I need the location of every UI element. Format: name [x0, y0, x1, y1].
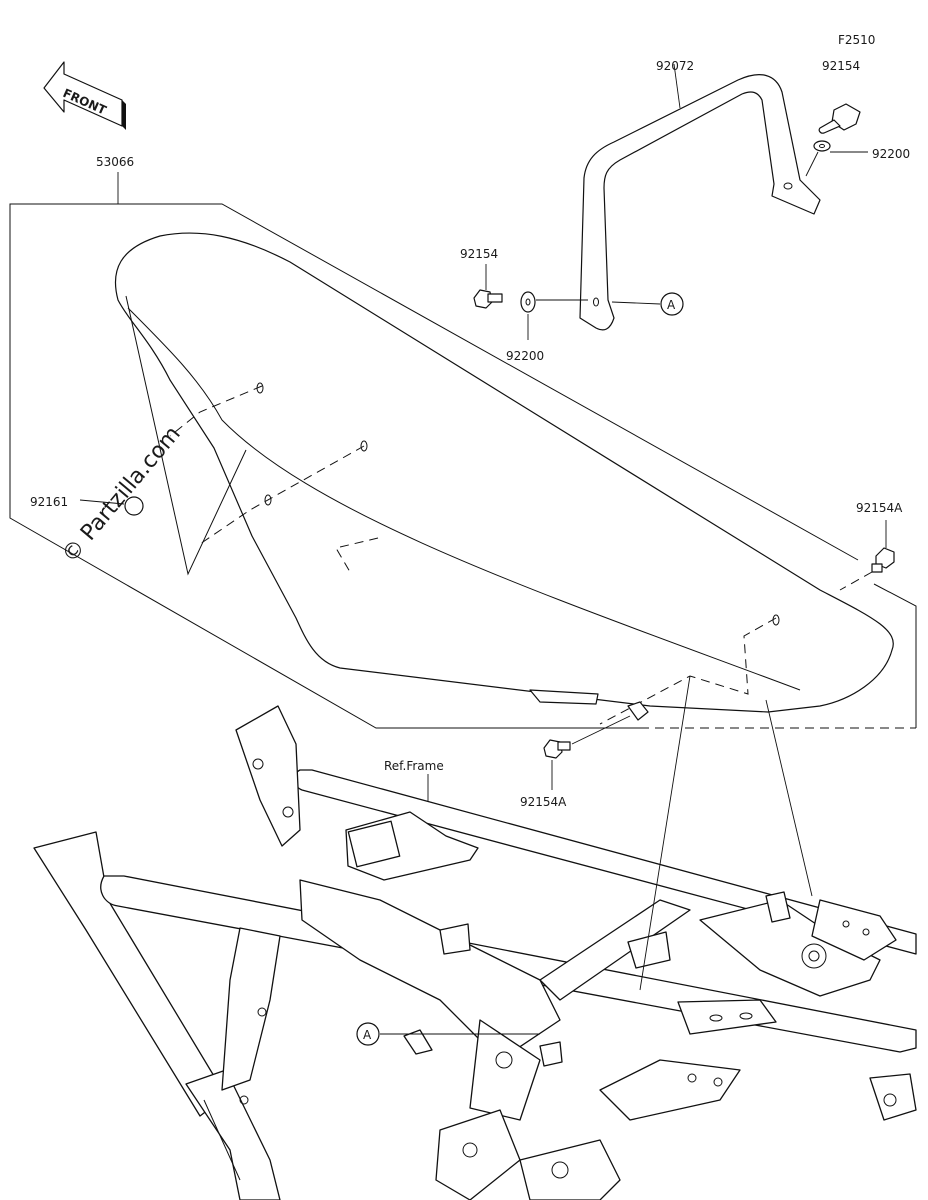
label-92200-mid: 92200 [506, 349, 544, 363]
svg-text:A: A [667, 298, 676, 312]
bolt-92154a-lower [543, 701, 649, 790]
diagram-code: F2510 [838, 33, 875, 47]
label-92154-top: 92154 [822, 59, 860, 73]
bolt-92154-top [818, 103, 861, 134]
callout-a-lower: A [356, 1022, 540, 1046]
reference-lines [639, 675, 813, 991]
bolt-92154-mid [473, 264, 503, 309]
label-92154-mid: 92154 [460, 247, 498, 261]
label-92161: 92161 [30, 495, 68, 509]
label-92154a-right: 92154A [856, 501, 903, 515]
washer-92200-top [805, 140, 868, 177]
frame [33, 705, 917, 1200]
label-92072: 92072 [656, 59, 694, 73]
callout-a-upper: A [611, 292, 684, 316]
svg-text:A: A [363, 1028, 372, 1042]
front-arrow-icon: FRONT [43, 61, 126, 130]
label-92200-top: 92200 [872, 147, 910, 161]
bolt-92154a-right [839, 520, 895, 591]
label-92154a-lower: 92154A [520, 795, 567, 809]
grab-handle [579, 63, 821, 331]
seat-hidden-lines [169, 382, 780, 725]
watermark: © Partzilla.com [57, 422, 185, 568]
label-53066: 53066 [96, 155, 134, 169]
seat-group-outline [9, 172, 917, 729]
seat [114, 232, 894, 713]
washer-92200-mid [520, 291, 588, 340]
nut-92161 [79, 496, 144, 516]
ref-frame-label: Ref.Frame [384, 759, 444, 773]
